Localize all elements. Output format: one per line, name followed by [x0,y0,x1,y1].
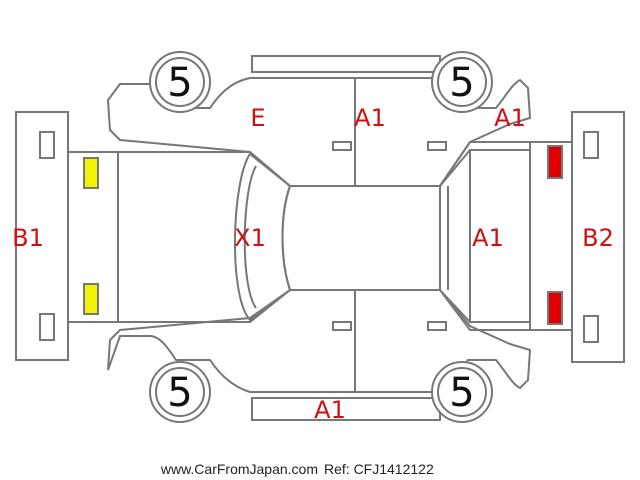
top-door-handle-rear [427,141,447,151]
label-top-panel-left: E [250,104,265,132]
tire-rear-right-value: 5 [449,370,474,416]
label-rear-glass: A1 [472,224,504,252]
tire-rear-left-value: 5 [167,370,192,416]
label-rear-bumper: B2 [582,224,614,252]
label-top-panel-right: A1 [494,104,526,132]
footer-ref: Ref: CFJ1412122 [324,461,434,477]
roof-panel [281,185,441,291]
tire-rear-left-inner [155,367,205,417]
top-side-skirt [251,55,441,73]
label-bottom-door: A1 [314,396,346,424]
front-bumper-clip-top [39,131,55,159]
label-top-panel-mid: A1 [354,104,386,132]
label-roof: X1 [234,224,266,252]
rear-end [529,141,573,331]
top-door-handle-front [332,141,352,151]
tire-rear-right-inner [437,367,487,417]
bottom-door-handle-front [332,321,352,331]
top-view-body [67,141,531,331]
rear-bumper-clip-bottom [583,315,599,343]
taillamp-top [547,145,563,179]
tire-front-left-inner [155,57,205,107]
tire-front-right-inner [437,57,487,107]
tire-front-right-value: 5 [449,60,474,106]
front-bumper [15,111,69,361]
front-bumper-clip-bottom [39,313,55,341]
taillamp-bottom [547,291,563,325]
rear-bumper-clip-top [583,131,599,159]
headlamp-top [83,157,99,189]
bottom-side-skirt [251,397,441,421]
label-front-bumper: B1 [12,224,44,252]
headlamp-bottom [83,283,99,315]
footer-url: www.CarFromJapan.com [160,461,318,477]
windshield-inner [243,165,257,309]
tire-front-left-value: 5 [167,60,192,106]
bottom-door-handle-rear [427,321,447,331]
